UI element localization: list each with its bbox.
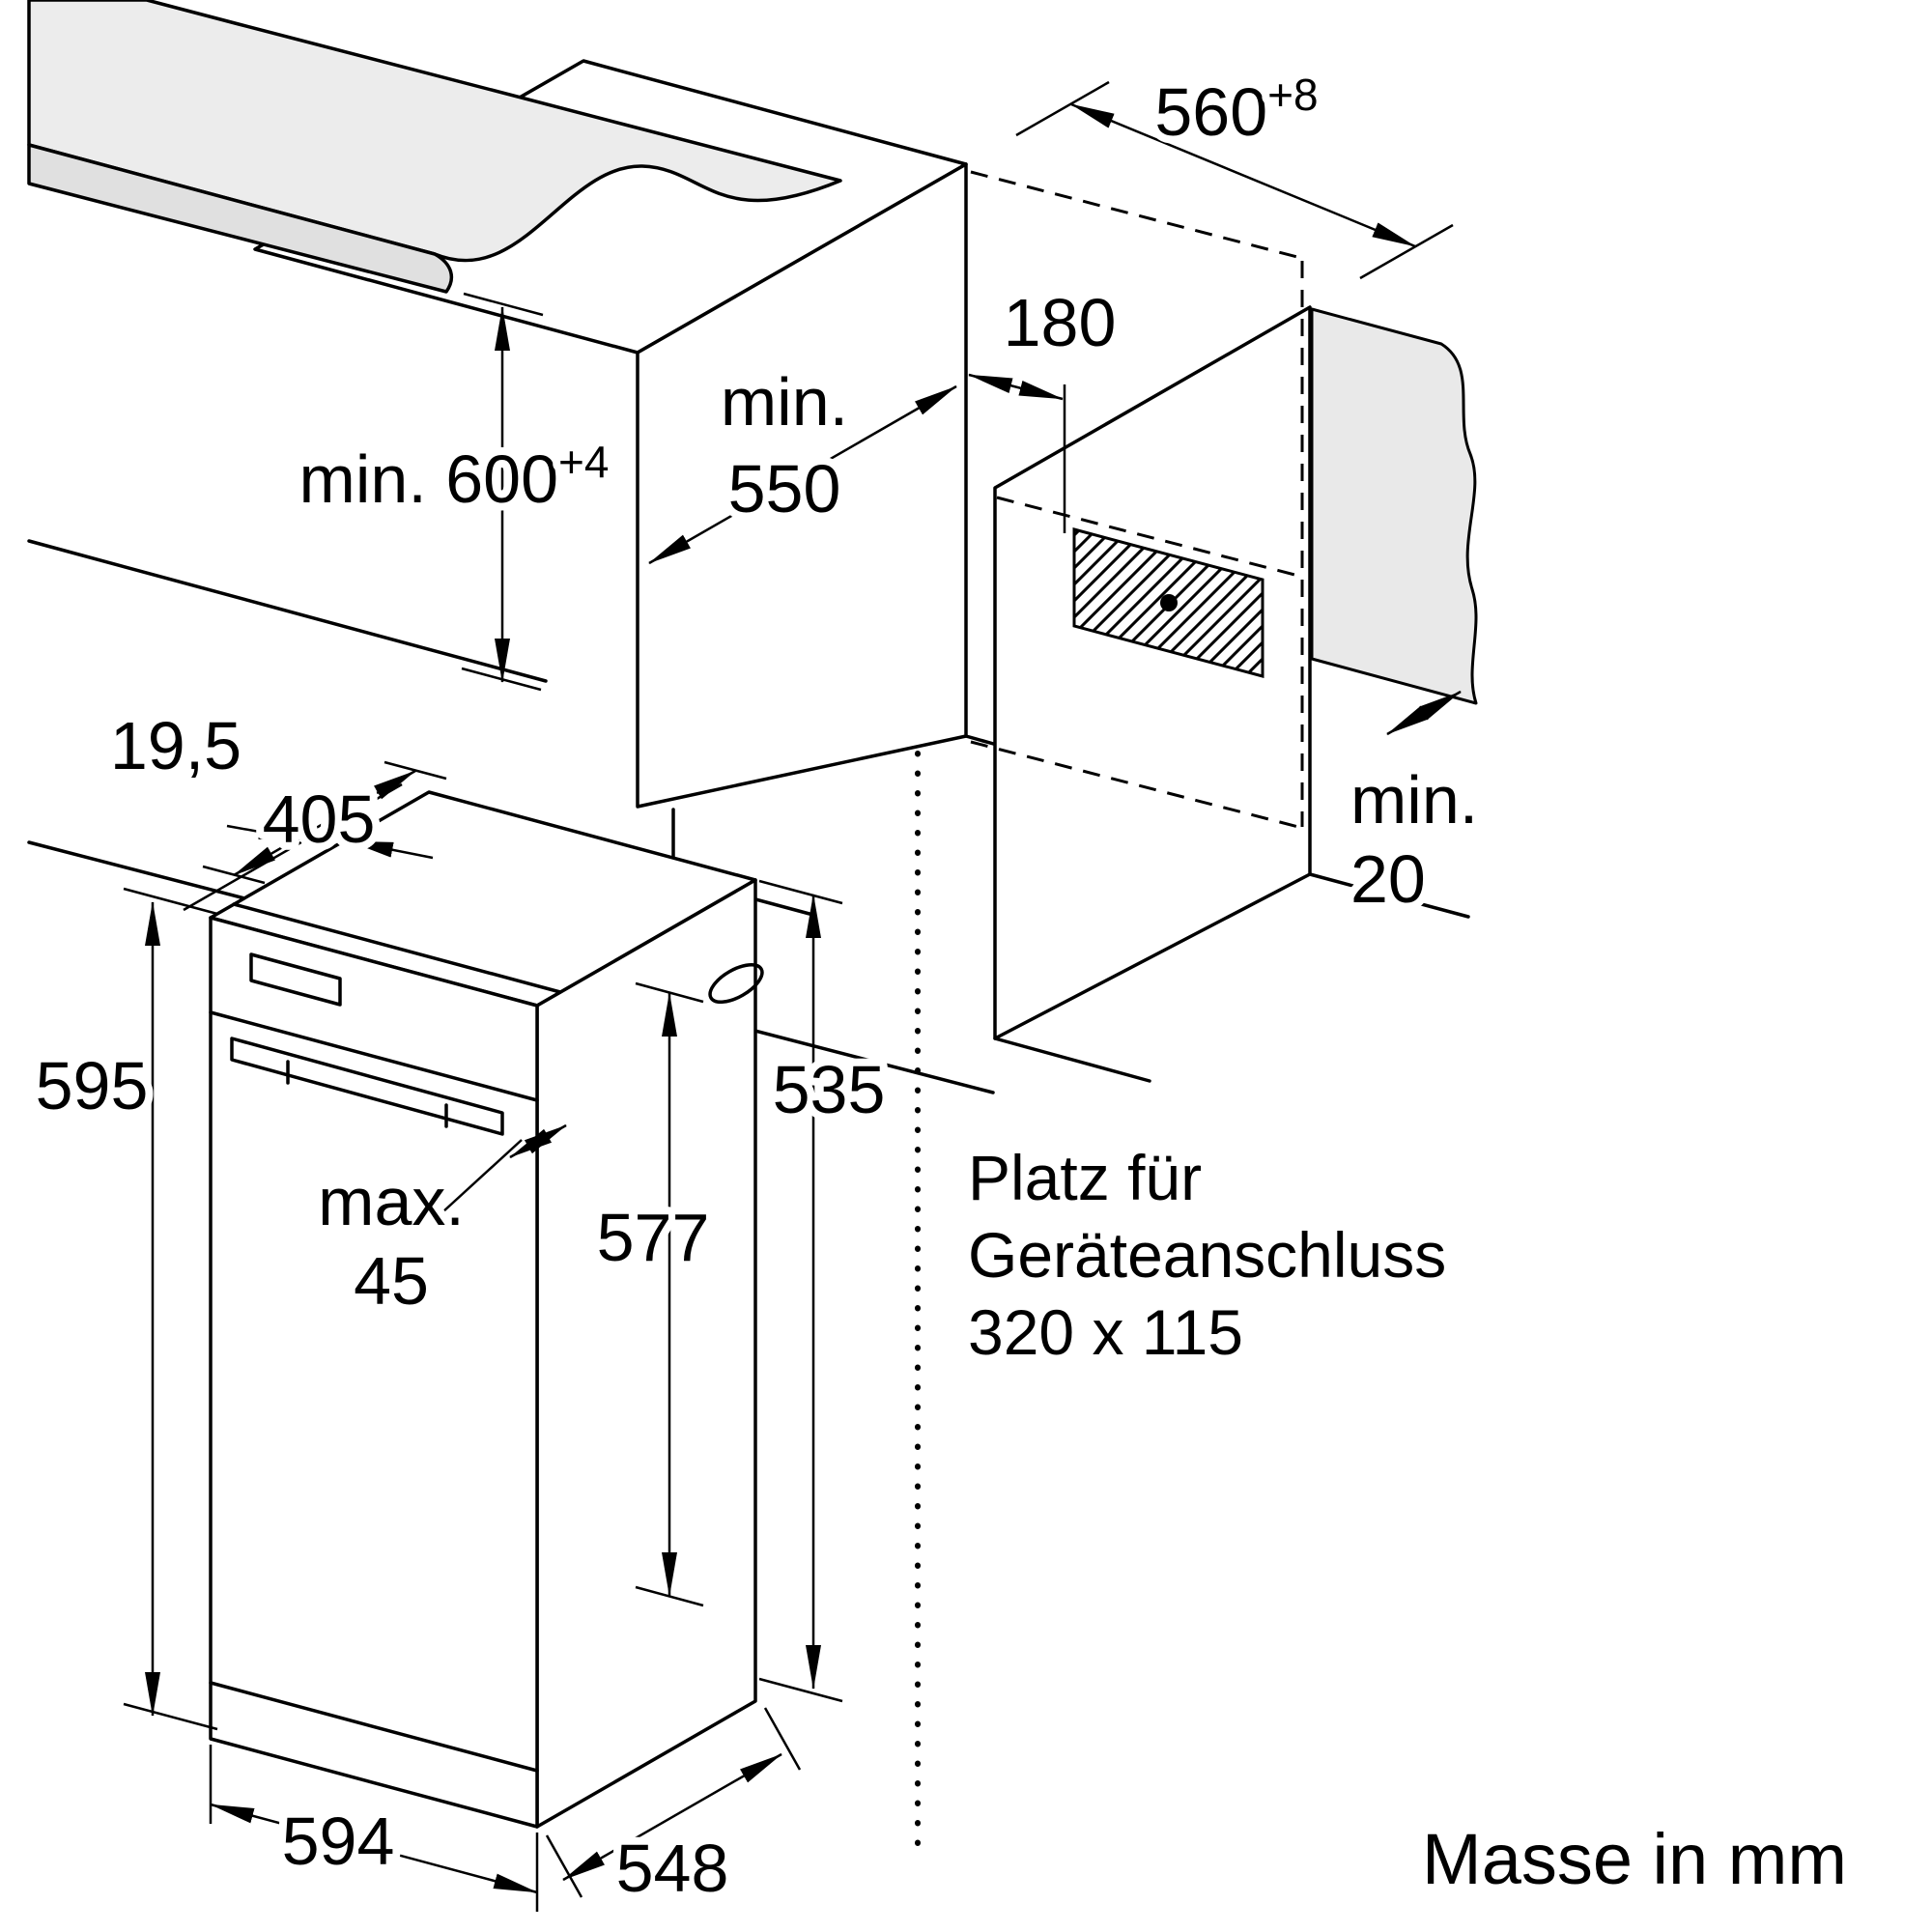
label-rear-gap-value: 20 [1350,841,1426,917]
dim-top-inset-and-depth: 19,5 405 [102,700,447,912]
connection-note: Platz für Geräteanschluss 320 x 115 [968,1142,1446,1368]
label-body-height: 535 [773,1052,886,1127]
connection-note-line2: Geräteanschluss [968,1219,1446,1291]
oven-door-bottom-line [209,1681,539,1773]
dim-oven-height: 595 [28,887,218,1731]
connection-note-line3: 320 x 115 [968,1296,1243,1368]
dim-oven-width: 594 [209,1745,539,1912]
dim-connection-offset: 180 [968,277,1123,401]
label-top-depth: 405 [263,781,376,857]
label-niche-depth-prefix: min. [721,364,848,440]
niche-floor-reference-line [27,539,548,683]
connection-dot [1160,594,1178,611]
label-rear-gap-prefix: min. [1350,762,1478,838]
oven [209,790,764,1829]
label-oven-depth: 548 [616,1831,729,1906]
dim-niche-depth: min. 550 [648,356,957,565]
dim-inner-height: 577 [589,981,717,1607]
connection-area [1063,384,1264,678]
dim-oven-depth: 548 [545,1707,802,1914]
countertop-top-surface [27,0,842,263]
label-inner-height: 577 [597,1200,710,1275]
dim-rear-gap: min. 20 [1343,690,1486,924]
dim-handle-depth: max. 45 [310,1123,567,1326]
label-niche-width: 560+8 [1154,70,1318,150]
oven-side-grip [708,962,764,1005]
label-handle-depth-value: 45 [354,1243,429,1319]
dim-niche-height: min. 600+4 [292,292,616,692]
label-niche-height: min. 600+4 [299,437,610,517]
oven-side-face [535,878,757,1829]
connection-note-line1: Platz für [968,1142,1202,1213]
label-handle-depth-prefix: max. [318,1164,465,1239]
label-niche-depth-value: 550 [728,451,841,526]
hidden-edge-mid [996,496,1303,579]
label-connection-offset: 180 [1004,285,1117,360]
oven-control-panel-line [209,1010,539,1102]
oven-handle [230,1037,504,1136]
label-oven-width: 594 [282,1804,395,1879]
label-top-inset: 19,5 [110,708,242,783]
torn-side-panel [1310,307,1478,705]
countertop-front-edge [27,143,454,294]
countertop [27,0,842,294]
oven-display [249,952,342,1007]
right-cabinet [970,170,1478,1083]
dim-body-height: 535 [758,879,893,1703]
oven-top-seam [232,902,562,994]
dim-niche-width: 560+8 [1015,62,1454,280]
units-note: Masse in mm [1422,1819,1847,1899]
label-oven-height: 595 [36,1048,149,1123]
